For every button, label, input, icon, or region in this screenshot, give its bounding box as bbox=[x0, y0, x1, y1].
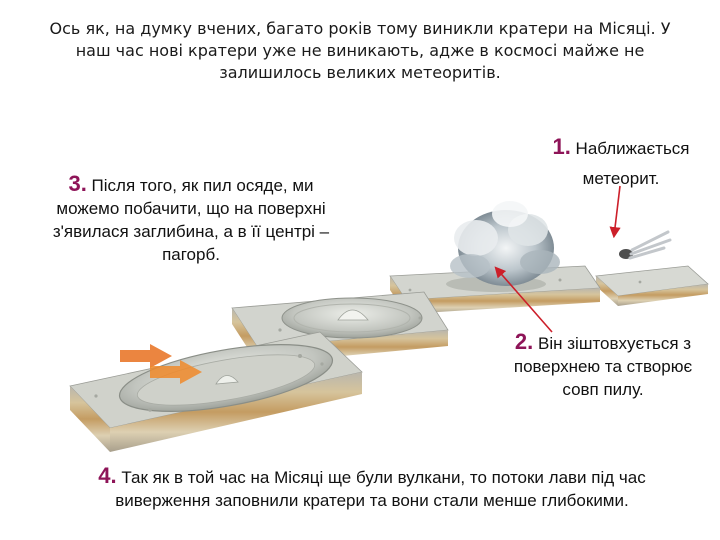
pointer-arrow-step-1 bbox=[609, 185, 621, 239]
slab-lava-crater bbox=[69, 331, 363, 452]
step-4-caption: 4. Так як в той час на Місяці ще були ву… bbox=[96, 464, 648, 512]
step-1-caption: 1. Наближається метеорит. bbox=[536, 132, 706, 194]
step-1-number: 1. bbox=[552, 134, 571, 159]
meteor-icon bbox=[619, 230, 672, 260]
step-1-text: Наближається метеорит. bbox=[575, 139, 690, 188]
dust-cloud bbox=[450, 201, 560, 286]
step-4-number: 4. bbox=[98, 463, 117, 488]
step-2-text: Він зіштовхується з поверхнею та створює… bbox=[513, 334, 693, 399]
step-3-caption: 3. Після того, як пил осяде, ми можемо п… bbox=[36, 172, 346, 266]
intro-text: Ось як, на думку вчених, багато років то… bbox=[49, 19, 671, 82]
step-4-text: Так як в той час на Місяці ще були вулка… bbox=[115, 468, 646, 510]
slab-meteor-approach bbox=[595, 230, 709, 306]
step-3-number: 3. bbox=[68, 171, 87, 196]
step-3-text: Після того, як пил осяде, ми можемо поба… bbox=[52, 176, 330, 264]
step-2-caption: 2. Він зіштовхується з поверхнею та ство… bbox=[500, 330, 706, 401]
surface-pits bbox=[94, 278, 642, 412]
pointer-arrow-step-2 bbox=[494, 266, 553, 333]
step-2-number: 2. bbox=[514, 329, 534, 354]
lava-flow-arrows bbox=[120, 344, 202, 384]
